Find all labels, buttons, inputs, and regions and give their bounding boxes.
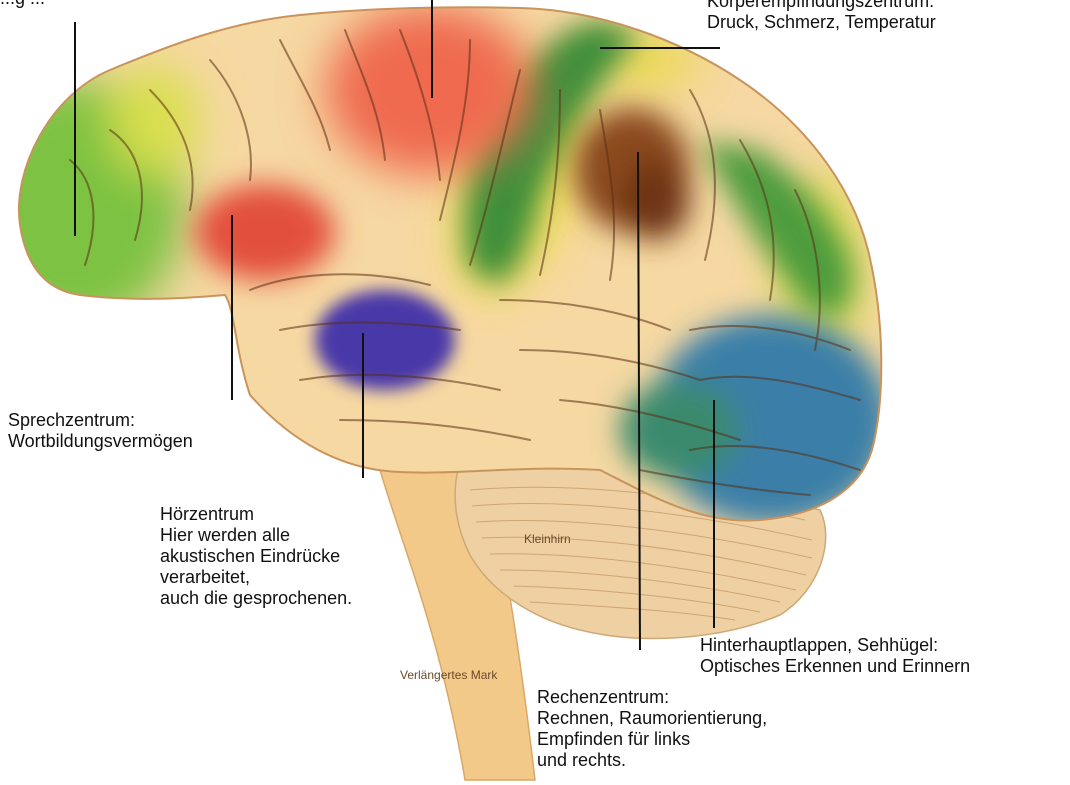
top-left-label: ...g ...: [0, 0, 45, 9]
occipital-label-line-2: Optisches Erkennen und Erinnern: [700, 656, 970, 677]
motor-region: [325, 5, 535, 175]
hearing-label-line-2: Hier werden alle: [160, 525, 352, 546]
hearing-label-line-1: Hörzentrum: [160, 504, 352, 525]
calculation-label-line-4: und rechts.: [537, 750, 767, 771]
calculation-label-line-2: Rechnen, Raumorientierung,: [537, 708, 767, 729]
medulla-label: Verlängertes Mark: [400, 668, 497, 682]
cerebellum-label: Kleinhirn: [524, 532, 571, 546]
speech-label-line-2: Wortbildungsvermögen: [8, 431, 193, 452]
speech-region: [195, 184, 335, 280]
hearing-label: Hörzentrum Hier werden alle akustischen …: [160, 504, 352, 609]
occipital-label-line-1: Hinterhauptlappen, Sehhügel:: [700, 635, 970, 656]
calculation-label-line-1: Rechenzentrum:: [537, 687, 767, 708]
calculation-label: Rechenzentrum: Rechnen, Raumorientierung…: [537, 687, 767, 771]
somato-label: Körperempfindungszentrum: Druck, Schmerz…: [707, 0, 936, 33]
somato-label-line-1: Körperempfindungszentrum:: [707, 0, 936, 12]
hearing-label-line-5: auch die gesprochenen.: [160, 588, 352, 609]
hearing-label-line-3: akustischen Eindrücke: [160, 546, 352, 567]
speech-label-line-1: Sprechzentrum:: [8, 410, 193, 431]
somato-label-line-2: Druck, Schmerz, Temperatur: [707, 12, 936, 33]
occipital-label: Hinterhauptlappen, Sehhügel: Optisches E…: [700, 635, 970, 677]
hearing-label-line-4: verarbeitet,: [160, 567, 352, 588]
speech-label: Sprechzentrum: Wortbildungsvermögen: [8, 410, 193, 452]
calculation-label-line-3: Empfinden für links: [537, 729, 767, 750]
